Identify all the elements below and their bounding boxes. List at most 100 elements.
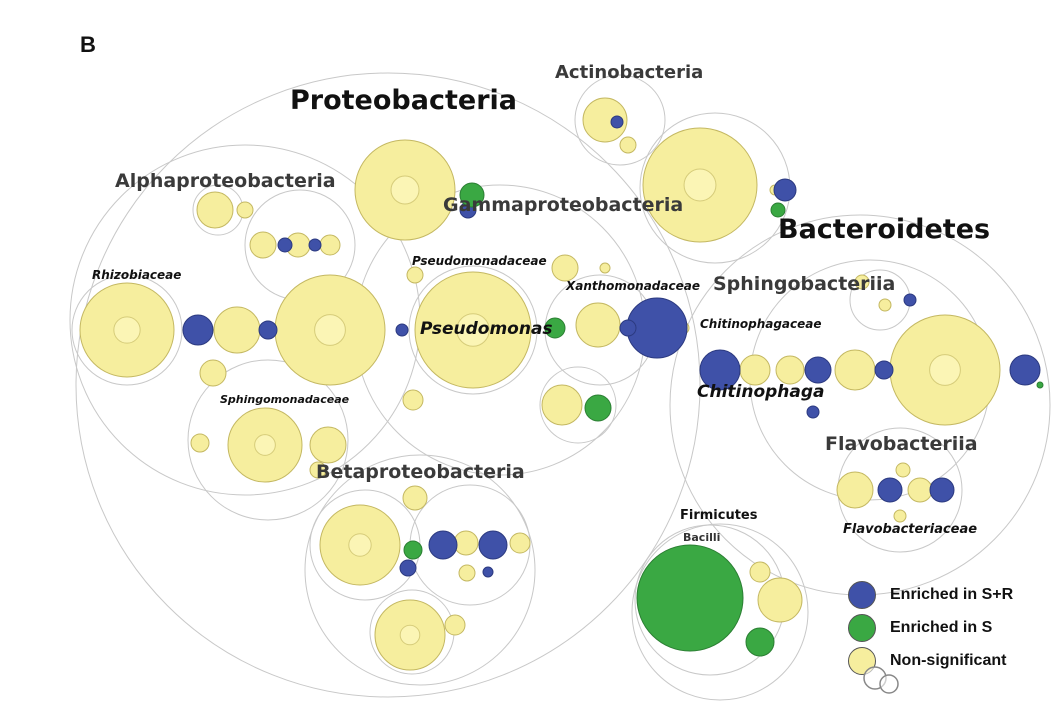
non-significant-node: [775, 355, 805, 385]
firmicutes-outline: [631, 523, 809, 701]
legend-swatch-blue: [848, 581, 876, 609]
enriched-sr-node: [182, 314, 214, 346]
non-significant-node: [541, 384, 583, 426]
enriched-s-node: [1036, 381, 1044, 389]
non-significant-node: [893, 509, 907, 523]
label-betaproteobacteria: Betaproteobacteria: [316, 461, 525, 483]
enriched-s-node: [636, 544, 744, 652]
non-significant-node: [619, 136, 637, 154]
legend-swatch-yellow: [848, 647, 876, 675]
non-significant-node: [582, 97, 628, 143]
label-sphingobacteriia: Sphingobacteriia: [713, 273, 896, 295]
enriched-sr-node: [277, 237, 293, 253]
non-significant-node: [196, 191, 234, 229]
enriched-sr-node: [308, 238, 322, 252]
non-significant-node: [749, 561, 771, 583]
enriched-sr-node: [773, 178, 797, 202]
label-chitinophaga: Chitinophaga: [697, 382, 825, 402]
legend-item-non-significant: Non-significant: [848, 647, 1006, 675]
enriched-sr-node: [877, 477, 903, 503]
non-significant-node: [406, 266, 424, 284]
legend-label: Non-significant: [890, 652, 1007, 669]
enriched-sr-node: [478, 530, 508, 560]
non-significant-node: [878, 298, 892, 312]
enriched-sr-node: [804, 356, 832, 384]
non-significant-node: [575, 302, 621, 348]
pseudomonas-outline: [408, 265, 538, 395]
label-firmicutes: Firmicutes: [680, 508, 758, 523]
gamma-sub-outline: [539, 366, 617, 444]
non-significant-node: [199, 359, 227, 387]
sphingomonadaceae-outline: [187, 359, 349, 521]
non-significant-node: [599, 262, 611, 274]
inner-node: [683, 168, 717, 202]
non-significant-node: [836, 471, 874, 509]
enriched-sr-node: [929, 477, 955, 503]
non-significant-node: [907, 477, 933, 503]
non-significant-node: [834, 349, 876, 391]
non-significant-node: [309, 426, 347, 464]
non-significant-node: [453, 530, 479, 556]
enriched-sr-node: [428, 530, 458, 560]
enriched-sr-node: [399, 559, 417, 577]
non-significant-node: [444, 614, 466, 636]
non-significant-node: [236, 201, 254, 219]
betaproteobacteria-outline: [304, 454, 536, 686]
inner-node: [399, 624, 421, 646]
inner-node: [390, 175, 420, 205]
enriched-s-node: [403, 540, 423, 560]
legend-label: Enriched in S+R: [890, 586, 1014, 603]
enriched-sr-node: [874, 360, 894, 380]
label-actinobacteria: Actinobacteria: [555, 62, 704, 83]
label-flavobacteriia: Flavobacteriia: [825, 433, 978, 455]
proteobacteria-outline: [75, 72, 701, 698]
non-significant-node: [249, 231, 277, 259]
legend-swatch-green: [848, 614, 876, 642]
label-chitinophagaceae: Chitinophagaceae: [700, 317, 822, 331]
enriched-sr-node: [619, 319, 637, 337]
label-alphaproteobacteria: Alphaproteobacteria: [115, 170, 336, 192]
non-significant-node: [213, 306, 261, 354]
non-significant-node: [739, 354, 771, 386]
non-significant-node: [509, 532, 531, 554]
label-xanthomonadaceae: Xanthomonadaceae: [566, 279, 700, 293]
panel-label: B: [80, 32, 96, 57]
label-bacilli: Bacilli: [683, 531, 721, 544]
non-significant-node: [854, 274, 870, 290]
label-pseudomonadaceae: Pseudomonadaceae: [412, 254, 547, 268]
enriched-s-node: [745, 627, 775, 657]
rhizobiaceae-outline: [71, 274, 183, 386]
non-significant-node: [402, 389, 424, 411]
inner-node: [113, 316, 141, 344]
enriched-sr-node: [258, 320, 278, 340]
non-significant-node: [458, 564, 476, 582]
non-significant-node: [757, 577, 803, 623]
legend-label: Enriched in S: [890, 619, 993, 636]
enriched-s-node: [584, 394, 612, 422]
non-significant-node: [895, 462, 911, 478]
enriched-sr-node: [699, 349, 741, 391]
enriched-sr-node: [903, 293, 917, 307]
enriched-s-node: [770, 202, 786, 218]
label-gammaproteobacteria: Gammaproteobacteria: [443, 194, 684, 216]
enriched-sr-node: [806, 405, 820, 419]
legend-item-enriched-sr: Enriched in S+R: [848, 581, 1013, 609]
inner-node: [254, 434, 276, 456]
non-significant-node: [402, 485, 428, 511]
label-flavobacteriaceae: Flavobacteriaceae: [843, 522, 978, 537]
enriched-s-node: [544, 317, 566, 339]
label-proteobacteria: Proteobacteria: [290, 85, 517, 116]
non-significant-node: [190, 433, 210, 453]
inner-node: [348, 533, 372, 557]
enriched-sr-node: [1009, 354, 1041, 386]
enriched-sr-node: [395, 323, 409, 337]
non-significant-node: [319, 234, 341, 256]
enriched-sr-node: [610, 115, 624, 129]
inner-node: [929, 354, 961, 386]
actinobacteria-outline: [574, 74, 666, 166]
enriched-sr-node: [482, 566, 494, 578]
legend-item-enriched-s: Enriched in S: [848, 614, 992, 642]
label-rhizobiaceae: Rhizobiaceae: [92, 268, 182, 282]
